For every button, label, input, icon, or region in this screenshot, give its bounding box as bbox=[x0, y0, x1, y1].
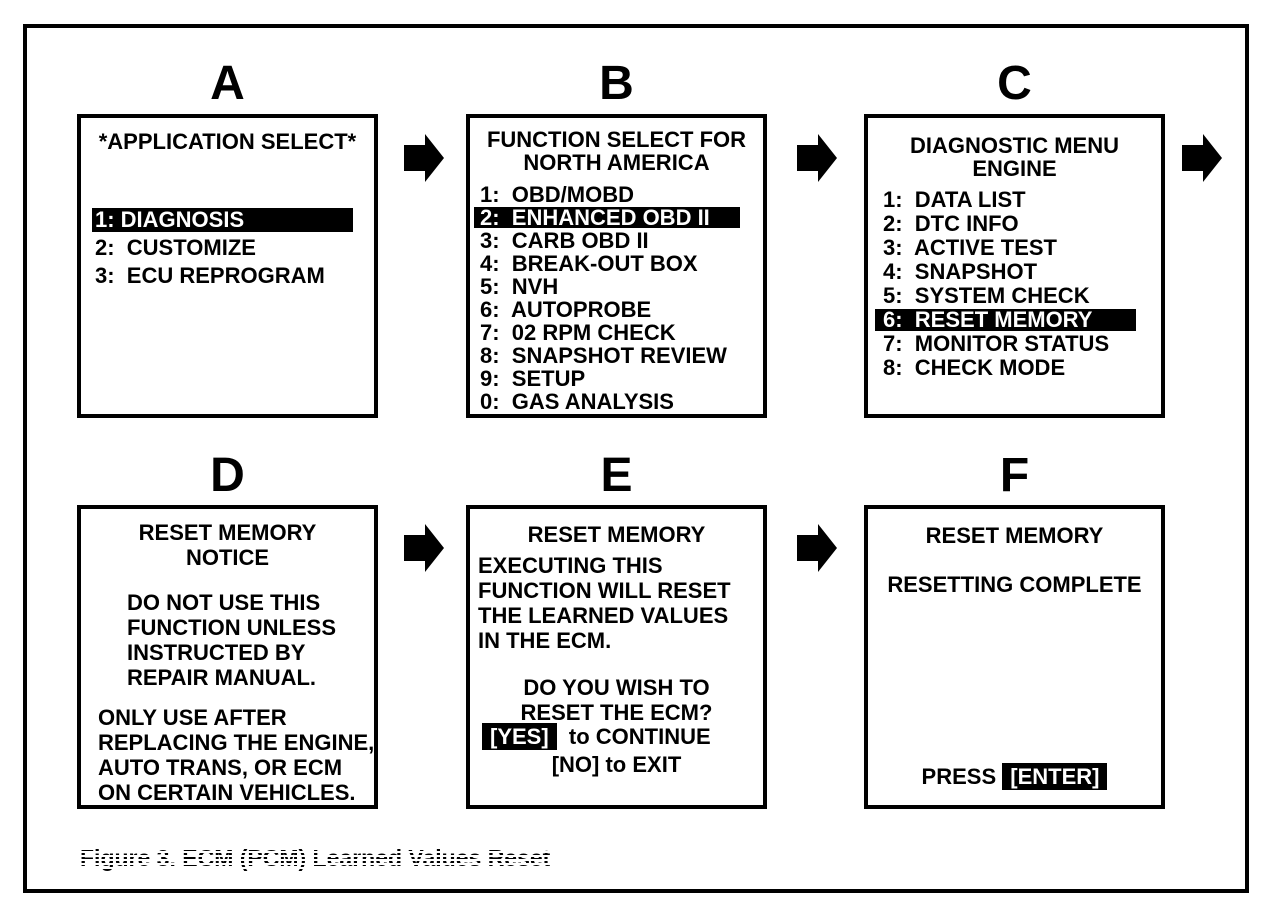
screen-d-reset-memory-notice: RESET MEMORY NOTICE DO NOT USE THIS FUNC… bbox=[77, 505, 378, 809]
menu-item: 1: OBD/MOBD bbox=[480, 182, 634, 207]
menu-item: 3: CARB OBD II bbox=[480, 228, 649, 253]
menu-item: 2: DTC INFO bbox=[883, 211, 1019, 236]
screen-heading-line2: NOTICE bbox=[185, 545, 270, 570]
text-line: REPAIR MANUAL. bbox=[127, 665, 317, 690]
menu-item-selected: 6: RESET MEMORY bbox=[875, 309, 1136, 331]
text-line: DO NOT USE THIS bbox=[127, 590, 321, 615]
menu-item: 4: SNAPSHOT bbox=[883, 259, 1038, 284]
menu-item: 8: SNAPSHOT REVIEW bbox=[480, 343, 727, 368]
yes-key-highlight: [YES] bbox=[482, 723, 557, 750]
flow-arrow-icon bbox=[797, 134, 837, 182]
screen-c-diagnostic-menu: DIAGNOSTIC MENU ENGINE 1: DATA LIST 2: D… bbox=[864, 114, 1165, 418]
screen-heading-line1: RESET MEMORY bbox=[138, 520, 317, 545]
flow-arrow-icon bbox=[1182, 134, 1222, 182]
text-line: FUNCTION WILL RESET bbox=[478, 578, 731, 603]
panel-label-a: A bbox=[210, 57, 245, 110]
screen-heading: RESET MEMORY NOTICE bbox=[81, 520, 374, 570]
menu-item: 5: SYSTEM CHECK bbox=[883, 283, 1090, 308]
menu-item: 9: SETUP bbox=[480, 366, 586, 391]
text-line: IN THE ECM. bbox=[478, 628, 612, 653]
yes-option-line: [YES] to CONTINUE bbox=[482, 723, 711, 750]
warning-paragraph: DO NOT USE THIS FUNCTION UNLESS INSTRUCT… bbox=[127, 590, 336, 690]
screen-a-application-select: *APPLICATION SELECT* 1: DIAGNOSIS 2: CUS… bbox=[77, 114, 378, 418]
screen-title-line2: NORTH AMERICA bbox=[523, 150, 710, 175]
menu-item: 2: CUSTOMIZE bbox=[95, 235, 256, 260]
menu-item: 7: 02 RPM CHECK bbox=[480, 320, 676, 345]
flow-arrow-icon bbox=[797, 524, 837, 572]
status-text: RESETTING COMPLETE bbox=[887, 572, 1142, 597]
text-line: AUTO TRANS, OR ECM bbox=[98, 755, 343, 780]
flow-arrow-icon bbox=[404, 134, 444, 182]
screen-title-line2: ENGINE bbox=[972, 156, 1057, 181]
question-line2: RESET THE ECM? bbox=[520, 700, 713, 725]
panel-label-f: F bbox=[999, 449, 1030, 502]
text-line: FUNCTION UNLESS bbox=[127, 615, 336, 640]
yes-option-text bbox=[557, 724, 569, 749]
usage-paragraph: ONLY USE AFTER REPLACING THE ENGINE, AUT… bbox=[98, 705, 374, 805]
menu-list: 1: DATA LIST 2: DTC INFO 3: ACTIVE TEST … bbox=[875, 189, 1136, 381]
menu-item: 5: NVH bbox=[480, 274, 559, 299]
menu-item: 3: ACTIVE TEST bbox=[883, 235, 1057, 260]
menu-item: 4: BREAK-OUT BOX bbox=[480, 251, 698, 276]
screen-title-line1: FUNCTION SELECT FOR bbox=[486, 127, 747, 152]
menu-item-selected: 1: DIAGNOSIS bbox=[92, 208, 353, 232]
menu-list: 1: OBD/MOBD 2: ENHANCED OBD II 3: CARB O… bbox=[474, 184, 740, 414]
press-text: PRESS bbox=[921, 764, 997, 789]
menu-item: 1: DATA LIST bbox=[883, 187, 1026, 212]
screen-title: FUNCTION SELECT FOR NORTH AMERICA bbox=[470, 128, 763, 174]
screen-e-reset-confirm: RESET MEMORY EXECUTING THIS FUNCTION WIL… bbox=[466, 505, 767, 809]
no-option-line: [NO] to EXIT bbox=[551, 752, 682, 777]
panel-label-b: B bbox=[599, 57, 634, 110]
screen-title: DIAGNOSTIC MENU ENGINE bbox=[868, 134, 1161, 180]
figure-border bbox=[23, 24, 1249, 893]
screen-title-line1: DIAGNOSTIC MENU bbox=[910, 133, 1119, 158]
text-line: THE LEARNED VALUES bbox=[478, 603, 729, 628]
question-paragraph: DO YOU WISH TO RESET THE ECM? bbox=[470, 675, 763, 725]
panel-label-d: D bbox=[210, 449, 245, 502]
screen-b-function-select: FUNCTION SELECT FOR NORTH AMERICA 1: OBD… bbox=[466, 114, 767, 418]
text-line: REPLACING THE ENGINE, bbox=[98, 730, 375, 755]
question-line1: DO YOU WISH TO bbox=[523, 675, 710, 700]
text-line: INSTRUCTED BY bbox=[127, 640, 306, 665]
text-line: EXECUTING THIS bbox=[478, 553, 663, 578]
screen-heading: RESET MEMORY bbox=[527, 522, 706, 547]
press-enter-line: PRESS [ENTER] bbox=[868, 763, 1161, 790]
text-line: ONLY USE AFTER bbox=[98, 705, 287, 730]
flow-arrow-icon bbox=[404, 524, 444, 572]
yes-continue-text: to CONTINUE bbox=[568, 724, 711, 749]
panel-label-e: E bbox=[600, 449, 633, 502]
menu-item: 8: CHECK MODE bbox=[883, 355, 1066, 380]
screen-f-reset-complete: RESET MEMORY RESETTING COMPLETE PRESS [E… bbox=[864, 505, 1165, 809]
menu-item: 3: ECU REPROGRAM bbox=[95, 263, 325, 288]
screen-heading: RESET MEMORY bbox=[925, 523, 1104, 548]
menu-list: 1: DIAGNOSIS 2: CUSTOMIZE 3: ECU REPROGR… bbox=[92, 208, 353, 292]
menu-item: 7: MONITOR STATUS bbox=[883, 331, 1110, 356]
figure-caption: Figure 3. ECM (PCM) Learned Values Reset bbox=[80, 845, 551, 871]
body-paragraph: EXECUTING THIS FUNCTION WILL RESET THE L… bbox=[478, 553, 731, 653]
menu-item: 6: AUTOPROBE bbox=[480, 297, 652, 322]
enter-key-highlight: [ENTER] bbox=[1002, 763, 1108, 790]
screen-title: *APPLICATION SELECT* bbox=[98, 129, 357, 154]
panel-label-c: C bbox=[997, 57, 1032, 110]
menu-item: 0: GAS ANALYSIS bbox=[480, 389, 674, 414]
menu-item-selected: 2: ENHANCED OBD II bbox=[474, 207, 740, 229]
text-line: ON CERTAIN VEHICLES. bbox=[98, 780, 356, 805]
